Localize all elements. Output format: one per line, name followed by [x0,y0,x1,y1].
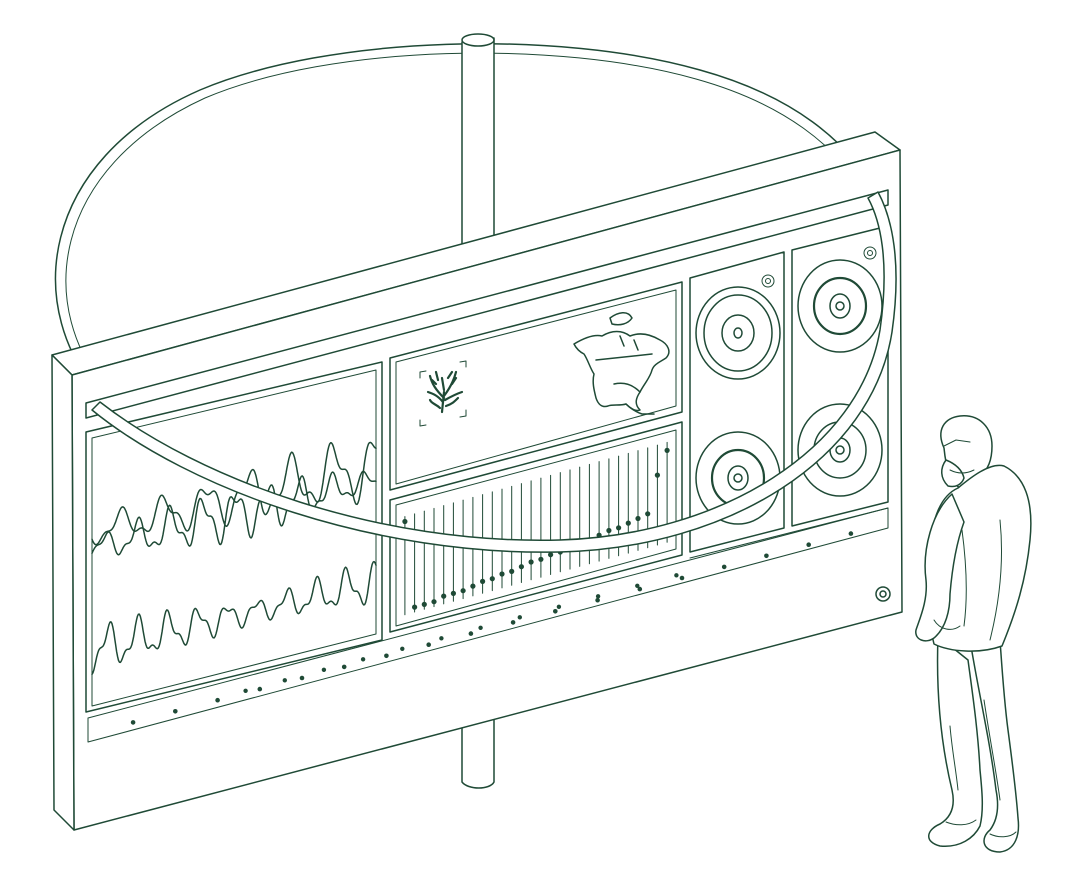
indicator-dot [400,646,405,651]
corner-knob-icon [875,586,891,602]
indicator-dot [721,564,727,570]
indicator-dot [510,620,516,625]
fader-knob [616,525,622,531]
fader-knob [635,515,641,522]
fader-knob [548,552,554,558]
person-figure [915,415,1032,853]
pole-top [461,33,495,263]
indicator-dot [553,609,558,614]
orbit-ring-back [54,43,881,401]
indicator-dot [848,531,854,536]
indicator-dot [556,604,562,609]
indicator-dots-bottom [243,573,679,693]
indicator-dot [426,642,432,647]
speaker-top-left [695,274,781,380]
fader-knob [402,518,408,525]
waveform-trace-3 [91,560,377,676]
fader-knob [538,556,544,562]
indicator-dot [478,625,483,630]
fader-knob [606,527,612,534]
indicator-dot [321,667,327,672]
orbit-ring-front [91,191,897,553]
indicator-dot [215,697,220,703]
indicator-dot [360,657,366,662]
indicator-dot [517,615,522,620]
fader-knob [645,511,651,517]
fader-knob [460,588,466,594]
indicator-dot [341,664,347,670]
indicator-dot [282,678,287,683]
indicator-dot [257,686,263,692]
fader-knob [441,593,447,599]
fader-knob [499,571,505,577]
indicator-dot [173,709,178,714]
fader-knob [654,472,661,478]
indicator-strip-right [689,507,889,559]
waveform-trace-2 [91,470,377,556]
indicator-dot [243,688,248,693]
indicator-dot [679,575,685,581]
indicator-dot [468,631,474,636]
fader-knob [489,576,495,582]
indicator-dot [384,653,389,659]
orbit-ring-back-inner [65,52,871,397]
fader-knob [518,564,525,570]
map-screen [389,281,683,491]
fader-knob [412,604,418,610]
indicator-dot [806,542,811,547]
indicator-dot [595,594,601,599]
indicator-dot [764,553,769,559]
indicator-dot [299,675,305,681]
speaker-panel-left [689,251,785,553]
fader-bank [389,421,683,633]
fader-knob [431,599,437,605]
indicator-dot [130,720,136,725]
fader-knob [421,601,427,608]
focus-bracket-icon [419,360,467,427]
fader-knob [450,590,456,597]
fader-knob [625,520,631,526]
pole-bottom [461,711,495,789]
speaker-top-right [797,246,883,353]
fader-knob [664,447,670,453]
fader-knob [509,568,515,575]
indicator-strip-top [87,507,889,743]
indicator-dot [637,586,643,592]
indicator-dot [674,573,679,578]
indicator-dot [439,636,444,641]
fader-knob [528,559,534,565]
fader-knob [480,578,486,585]
indicator-dot [595,597,600,603]
fader-knob [470,583,476,589]
plant-specimen-icon [426,370,464,414]
indicator-dot [635,583,640,588]
north-america-map-icon [573,312,670,415]
